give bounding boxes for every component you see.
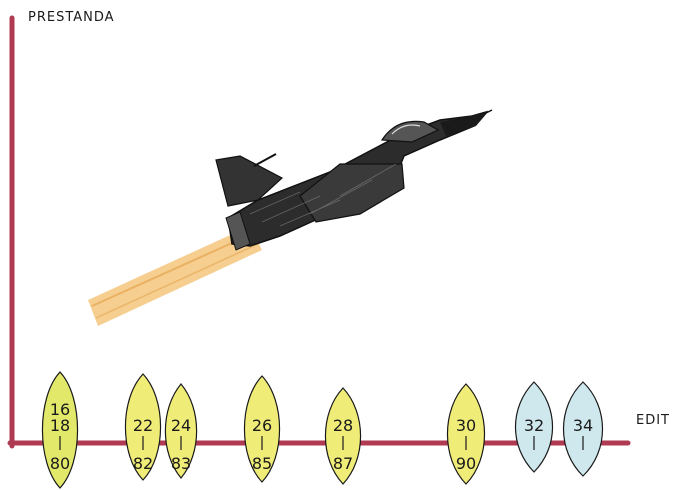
year-marker: 22 82 xyxy=(125,374,160,480)
marker-top-label: 28 xyxy=(333,416,353,435)
marker-bottom-label: 87 xyxy=(333,454,353,473)
y-axis-label: PRESTANDA xyxy=(28,10,115,25)
year-marker: 32 xyxy=(515,382,552,472)
marker-top-label: 24 xyxy=(171,416,191,435)
x-axis-label: EDIT xyxy=(636,413,670,428)
jet-aircraft-icon xyxy=(216,110,492,250)
marker-bottom-label: 82 xyxy=(133,454,153,473)
marker-bottom-label: 80 xyxy=(50,454,70,473)
marker-top-label: 34 xyxy=(573,416,593,435)
marker-top-label: 22 xyxy=(133,416,153,435)
marker-top-label: 30 xyxy=(456,416,476,435)
marker-top-label: 32 xyxy=(524,416,544,435)
marker-top-label: 26 xyxy=(252,416,272,435)
year-marker: 30 90 xyxy=(447,384,484,484)
year-marker: 34 xyxy=(564,382,603,476)
year-marker: 26 85 xyxy=(244,376,279,482)
year-marker: 24 83 xyxy=(165,384,196,478)
marker-bottom-label: 90 xyxy=(456,454,476,473)
year-marker: 28 87 xyxy=(325,388,360,484)
marker-bottom-label: 85 xyxy=(252,454,272,473)
marker-bottom-label: 83 xyxy=(171,454,191,473)
marker-top-label: 18 xyxy=(50,416,70,435)
